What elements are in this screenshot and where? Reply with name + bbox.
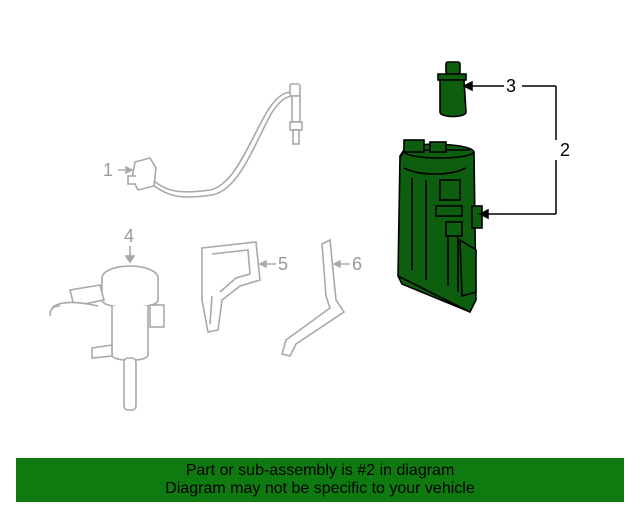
part-4-valve[interactable] xyxy=(49,246,165,411)
callout-1-leader xyxy=(118,165,134,175)
callout-6: 6 xyxy=(352,254,362,274)
callout-6-leader xyxy=(332,259,350,269)
part-6-strap[interactable] xyxy=(281,238,346,357)
callout-5: 5 xyxy=(278,254,288,274)
callout-3: 3 xyxy=(506,76,516,96)
callout-5-leader xyxy=(258,259,276,269)
callout-2-3-leaders xyxy=(462,80,557,220)
info-banner: Part or sub-assembly is #2 in diagram Di… xyxy=(16,458,624,502)
part-5-bracket[interactable] xyxy=(201,241,261,333)
callout-1: 1 xyxy=(103,160,113,180)
parts-diagram: 1 4 5 6 xyxy=(49,61,570,411)
part-2-canister[interactable] xyxy=(397,139,483,314)
banner-line-2: Diagram may not be specific to your vehi… xyxy=(165,480,475,497)
callout-4: 4 xyxy=(124,226,134,246)
banner-line-1: Part or sub-assembly is #2 in diagram xyxy=(185,462,455,479)
callout-2: 2 xyxy=(560,140,570,160)
part-3-fitting[interactable] xyxy=(437,61,467,118)
part-1-oxygen-sensor[interactable] xyxy=(127,83,303,198)
